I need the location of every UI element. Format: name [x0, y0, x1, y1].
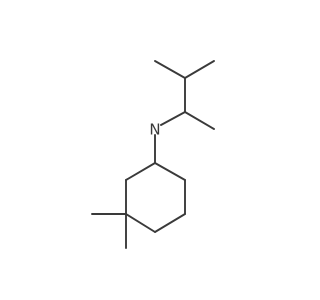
molecule-canvas: N [91, 60, 215, 249]
atom-label-nitrogen: N [149, 121, 160, 139]
bond-methyl-right [184, 60, 215, 79]
bond-methyl-side [184, 111, 215, 130]
ring-bond-1 [154, 162, 186, 181]
bond-methyl-left [154, 60, 186, 79]
ring-bond-4 [125, 213, 156, 233]
bond-to-nitrogen [160, 111, 186, 126]
structure-diagram: N [91, 60, 215, 249]
ring-bond-3 [154, 213, 186, 233]
ring-bond-6 [125, 162, 156, 181]
